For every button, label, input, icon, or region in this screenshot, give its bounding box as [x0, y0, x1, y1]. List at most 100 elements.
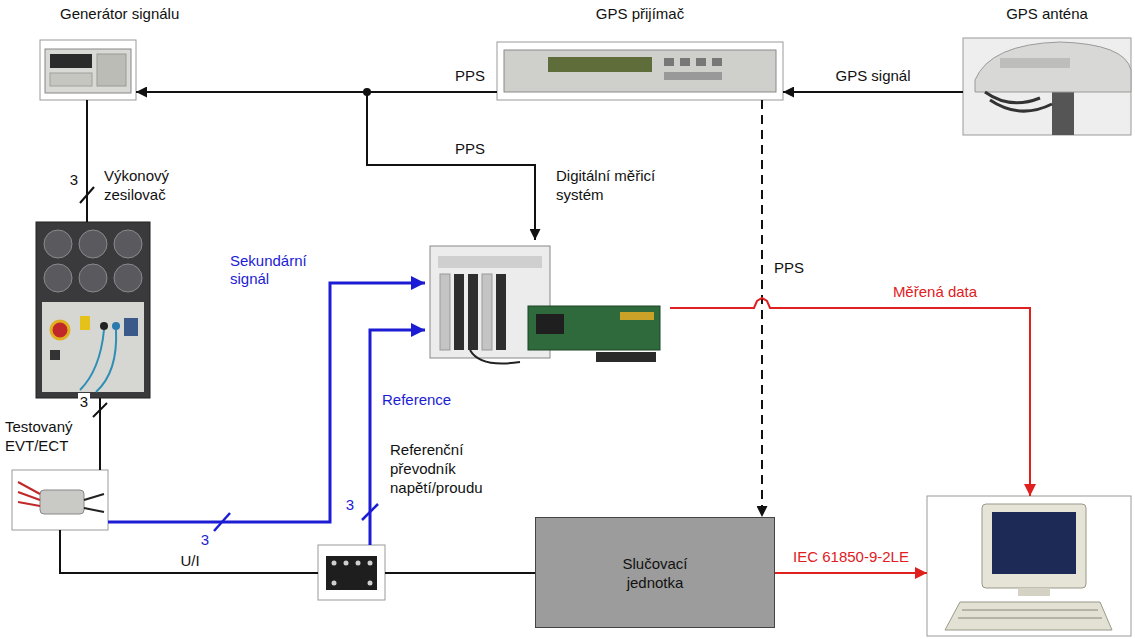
- monitor: [982, 504, 1086, 588]
- device-display: [548, 57, 652, 72]
- signal-line: [99, 398, 101, 470]
- gps-antenna-picture: [963, 38, 1131, 135]
- connector-label: Měřená data: [891, 283, 979, 301]
- antenna-plate: [1000, 58, 1070, 68]
- signal-line: [783, 91, 963, 93]
- terminal: [356, 561, 361, 566]
- fan: [114, 230, 142, 258]
- device-node: GPS přijímač: [497, 42, 783, 100]
- wire-marks: [80, 88, 378, 531]
- device-button: [664, 58, 674, 66]
- signal-generator-picture: [40, 40, 136, 100]
- device-node: Výkonový zesilovač: [36, 222, 150, 398]
- connector-label: 3: [68, 171, 80, 189]
- terminal: [332, 561, 337, 566]
- device-body: [504, 50, 776, 92]
- keyboard: [945, 602, 1112, 630]
- signal-line: [670, 298, 1030, 496]
- fan: [114, 264, 142, 292]
- cable: [470, 350, 520, 364]
- monitor-screen: [992, 512, 1076, 574]
- device-button: [696, 58, 706, 66]
- antenna-dome: [975, 42, 1131, 92]
- device-label: Výkonový zesilovač: [104, 166, 196, 204]
- signal-line: [775, 572, 927, 574]
- device-label: Referenční převodník napětí/proudu: [390, 440, 502, 497]
- device-keypad: [97, 54, 126, 86]
- connector-label: Sekundární signál: [228, 252, 324, 288]
- front-panel: [42, 302, 144, 392]
- keyboard-keys: [958, 610, 1102, 618]
- dashed-signal-line: [761, 100, 763, 517]
- terminal: [344, 561, 349, 566]
- fan: [44, 264, 72, 292]
- tested-transformer-picture: [12, 470, 108, 530]
- picture-frame: [963, 38, 1131, 135]
- device-label: Generátor signálu: [60, 4, 210, 23]
- module-slot: [468, 274, 478, 350]
- connector-label: IEC 61850-9-2LE: [791, 548, 911, 566]
- signal-line: [108, 283, 425, 522]
- module-slot: [454, 274, 464, 350]
- computer-picture: [927, 496, 1131, 636]
- device-screen: [50, 54, 92, 68]
- connector-label: Reference: [380, 391, 453, 409]
- connector: [124, 318, 138, 336]
- signal-line: [370, 330, 425, 545]
- reference-converter-picture: [318, 545, 385, 600]
- sensor-lead: [84, 494, 104, 512]
- device-body: [45, 49, 131, 93]
- warning-label: [80, 316, 90, 330]
- module-slot: [482, 274, 492, 350]
- test-lead: [80, 330, 116, 392]
- process-box: Slučovací jednotka: [535, 517, 775, 628]
- switch: [50, 350, 60, 360]
- connectors: [60, 92, 1030, 573]
- connector-label: PPS: [772, 259, 806, 277]
- signal-line: [385, 572, 535, 574]
- device-node: [927, 496, 1131, 636]
- monitor-stand: [1018, 588, 1050, 596]
- measuring-system-picture: [430, 246, 660, 364]
- device-label: Testovaný EVT/ECT: [5, 417, 93, 455]
- module-slot: [440, 274, 450, 350]
- bus-width-number: 3: [199, 531, 211, 549]
- bus-width-number: 3: [344, 496, 356, 514]
- device-node: Digitální měřicí systém: [425, 240, 670, 372]
- picture-frame: [40, 40, 136, 100]
- device-label: GPS anténa: [982, 4, 1112, 23]
- card-chip: [536, 314, 564, 334]
- sensor-lead: [18, 482, 40, 506]
- amplifier-cabinet: [36, 222, 150, 398]
- connector-label: U/I: [178, 552, 201, 570]
- chassis-vent: [438, 256, 542, 268]
- connector-label: GPS signál: [833, 67, 912, 85]
- terminal: [368, 561, 373, 566]
- express-card: [596, 352, 656, 362]
- device-button: [680, 58, 690, 66]
- device-label: Digitální měřicí systém: [556, 166, 691, 204]
- device-button-row: [664, 72, 722, 80]
- fan: [44, 230, 72, 258]
- terminal: [332, 581, 337, 586]
- signal-line: [367, 92, 535, 240]
- power-switch: [51, 321, 69, 339]
- picture-frame: [12, 470, 108, 530]
- device-controls: [50, 73, 92, 86]
- picture-frame: [318, 545, 385, 600]
- terminal: [368, 581, 373, 586]
- output-socket: [112, 322, 120, 330]
- card-contacts: [620, 312, 654, 320]
- device-node: GPS anténa: [963, 38, 1131, 135]
- sensor-body: [40, 490, 84, 514]
- box-label: Slučovací jednotka: [595, 554, 715, 592]
- pcie-card: [528, 306, 660, 350]
- device-node: Referenční převodník napětí/proudu: [318, 545, 385, 600]
- connector-label: PPS: [453, 140, 487, 158]
- signal-line: [60, 530, 318, 573]
- device-node: Testovaný EVT/ECT: [12, 470, 108, 530]
- module-slot: [496, 274, 506, 350]
- device-label: GPS přijímač: [560, 4, 720, 23]
- signal-line: [86, 100, 88, 222]
